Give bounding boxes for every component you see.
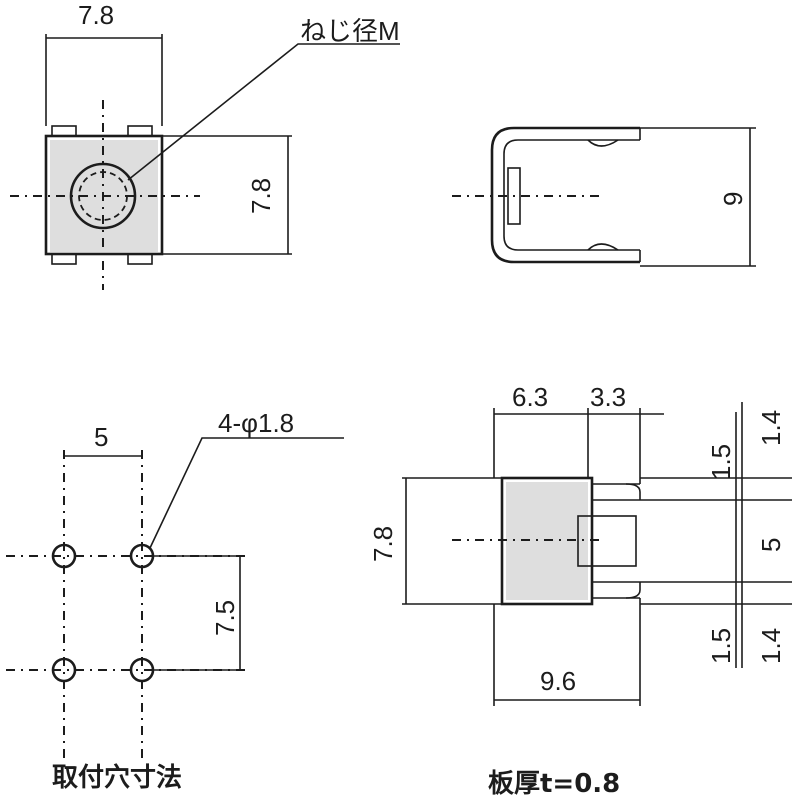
pitch-y-label: 7.5: [210, 600, 240, 636]
top-height-label: 7.8: [368, 526, 398, 562]
hole-spec-label: 4-φ1.8: [218, 408, 294, 438]
right-1-4-bottom-label: 1.4: [756, 628, 786, 664]
top-view: 6.3 3.3 9.6 7.8 1.5 1.4 5 1.5 1.4 板厚t=0.…: [368, 382, 792, 799]
thickness-caption: 板厚t=0.8: [488, 769, 620, 799]
hole-bottom-left: [51, 657, 77, 683]
side-view: 9: [452, 126, 756, 267]
hole-top-left: [51, 543, 77, 569]
side-height-label: 9: [718, 192, 748, 206]
dim-6-3-label: 6.3: [512, 382, 548, 412]
pitch-x-label: 5: [94, 422, 108, 452]
right-1-5-bottom-label: 1.5: [706, 628, 736, 664]
right-5-label: 5: [756, 538, 786, 552]
mounting-holes: 5 7.5 4-φ1.8 取付穴寸法: [6, 408, 344, 793]
mounting-caption: 取付穴寸法: [52, 763, 182, 793]
front-view: 7.8 7.8 ねじ径M: [10, 0, 400, 290]
dim-9-6-label: 9.6: [540, 666, 576, 696]
right-1-5-top-label: 1.5: [706, 444, 736, 480]
screw-label: ねじ径M: [300, 16, 400, 46]
front-height-label: 7.8: [246, 178, 276, 214]
dim-3-3-label: 3.3: [590, 382, 626, 412]
front-width-label: 7.8: [78, 0, 114, 30]
right-1-4-top-label: 1.4: [756, 410, 786, 446]
